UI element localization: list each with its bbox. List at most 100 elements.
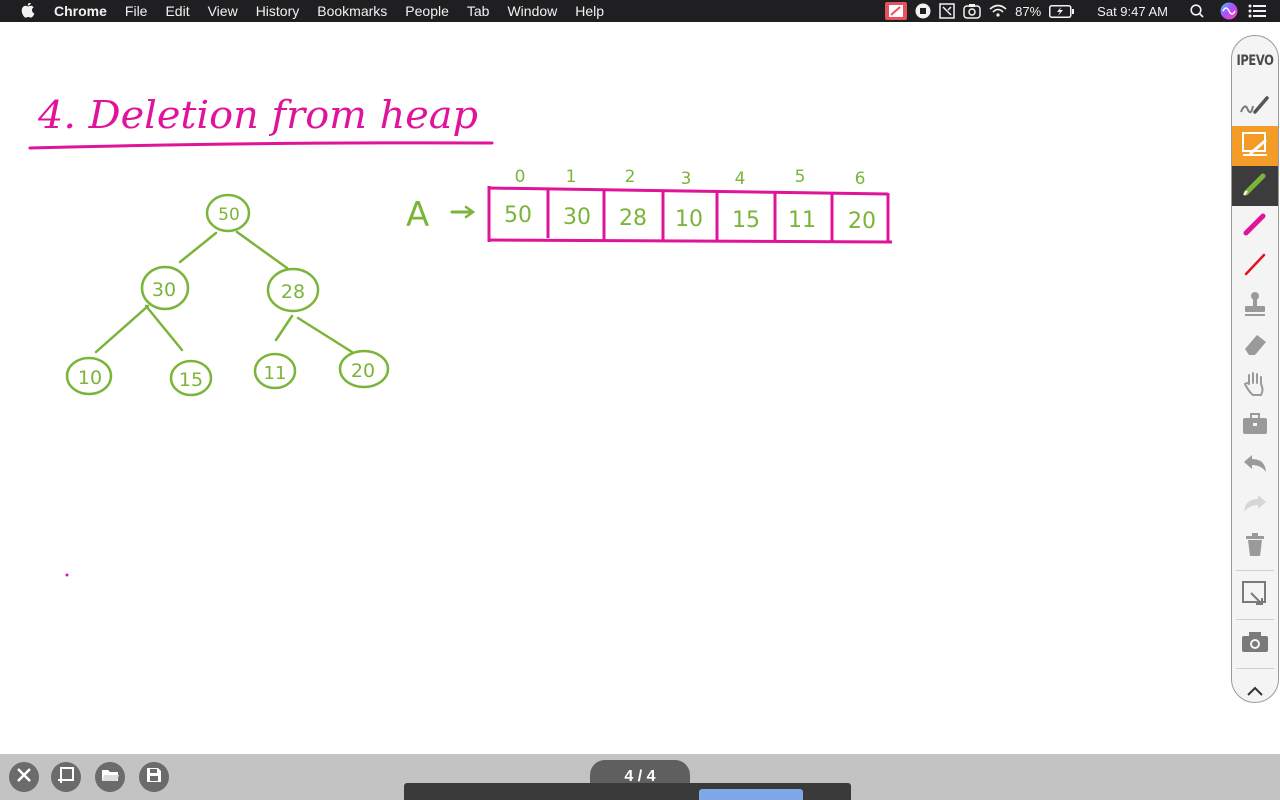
- save-button[interactable]: [139, 762, 169, 792]
- tree-node: 10: [65, 356, 113, 396]
- drawing-app-icon[interactable]: [885, 2, 908, 20]
- notification-center-icon[interactable]: [1248, 4, 1266, 18]
- siri-icon[interactable]: [1220, 2, 1238, 20]
- redo-button[interactable]: [1232, 486, 1278, 526]
- pen-select-icon: [1239, 92, 1271, 121]
- tree-node-value: 20: [351, 360, 375, 382]
- array-index: 4: [735, 169, 746, 189]
- snapshot-button[interactable]: [1232, 575, 1278, 615]
- toolbar-divider: [1236, 570, 1274, 571]
- collapse-icon: [1245, 684, 1265, 703]
- save-icon: [146, 767, 162, 788]
- magenta-pen-icon: [1241, 211, 1269, 242]
- menu-file[interactable]: File: [124, 3, 148, 19]
- array-cell: 20: [848, 209, 876, 234]
- snapshot-icon: [1240, 579, 1270, 612]
- menu-edit[interactable]: Edit: [165, 3, 190, 19]
- green-pen-button[interactable]: [1232, 166, 1278, 206]
- array-label: A: [406, 195, 429, 235]
- new-page-icon: [57, 766, 75, 789]
- trash-button[interactable]: [1232, 526, 1278, 566]
- menu-bookmarks[interactable]: Bookmarks: [317, 3, 388, 19]
- menu-history[interactable]: History: [255, 3, 300, 19]
- trash-icon: [1243, 531, 1267, 562]
- magenta-pen-button[interactable]: [1232, 206, 1278, 246]
- array-index: 6: [855, 169, 866, 189]
- screenshot-icon[interactable]: [939, 3, 955, 19]
- tree-node: 15: [169, 359, 213, 397]
- battery-charging-icon[interactable]: [1049, 4, 1075, 18]
- record-icon[interactable]: [915, 3, 931, 19]
- menu-window[interactable]: Window: [507, 3, 558, 19]
- array-cell: 28: [619, 206, 647, 231]
- array-cell: 11: [788, 208, 816, 233]
- toolbar-divider: [1236, 619, 1274, 620]
- search-icon[interactable]: [1190, 4, 1204, 18]
- apple-icon[interactable]: [17, 3, 39, 19]
- camera-icon: [1240, 630, 1270, 659]
- tree-node-value: 30: [152, 279, 176, 301]
- toolbar-brand: IPEVO: [1236, 53, 1274, 69]
- bottom-bar: 4 / 4: [0, 754, 1280, 800]
- close-button[interactable]: [9, 762, 39, 792]
- wifi-icon[interactable]: [989, 4, 1007, 18]
- collapse-toolbar-button[interactable]: [1232, 673, 1278, 703]
- tree-node-value: 50: [218, 205, 240, 225]
- stamp-icon: [1241, 290, 1269, 323]
- red-pen-icon: [1241, 251, 1269, 282]
- menu-tab[interactable]: Tab: [466, 3, 490, 19]
- tree-node: 11: [253, 352, 297, 390]
- new-page-button[interactable]: [51, 762, 81, 792]
- menu-help[interactable]: Help: [575, 3, 605, 19]
- redo-icon: [1241, 492, 1269, 521]
- tree-node: 28: [266, 267, 320, 313]
- array-index: 5: [795, 167, 806, 187]
- whiteboard-canvas[interactable]: 4. Deletion from heap A 0 1 2 3 4 5 6 50…: [0, 22, 1230, 754]
- close-icon: [16, 767, 32, 788]
- camera-button[interactable]: [1232, 624, 1278, 664]
- green-pen-icon: [1241, 171, 1269, 202]
- tree-node-value: 10: [78, 367, 102, 389]
- stamp-button[interactable]: [1232, 286, 1278, 326]
- hand-pan-icon: [1241, 370, 1269, 403]
- array-cell: 50: [504, 203, 532, 228]
- whiteboard-mode-button[interactable]: [1232, 126, 1278, 166]
- open-folder-button[interactable]: [95, 762, 125, 792]
- array-index: 1: [566, 167, 577, 187]
- menu-view[interactable]: View: [207, 3, 238, 19]
- array-index: 2: [625, 167, 636, 187]
- menu-people[interactable]: People: [405, 3, 449, 19]
- tree-node: 50: [205, 193, 251, 233]
- array-index: 3: [681, 169, 692, 189]
- heap-tree-edges: [94, 230, 354, 354]
- tree-node-value: 15: [179, 369, 203, 391]
- toolbox-icon: [1241, 412, 1269, 441]
- red-pen-button[interactable]: [1232, 246, 1278, 286]
- undo-button[interactable]: [1232, 446, 1278, 486]
- tree-node-value: 28: [281, 281, 305, 303]
- title-underline: [28, 141, 494, 150]
- undo-icon: [1241, 452, 1269, 481]
- array-pointer-arrow: [450, 205, 476, 219]
- notification-action-button[interactable]: [699, 789, 803, 800]
- bottom-notification-bar: [404, 783, 851, 800]
- array-cell: 10: [675, 207, 703, 232]
- menu-clock[interactable]: Sat 9:47 AM: [1097, 3, 1168, 19]
- array-cell: 30: [563, 205, 591, 230]
- menu-bar: Chrome File Edit View History Bookmarks …: [0, 0, 1280, 22]
- eraser-button[interactable]: [1232, 326, 1278, 366]
- pen-select-button[interactable]: [1232, 86, 1278, 126]
- tree-node-value: 11: [264, 363, 287, 384]
- heap-tree: 50 30 28 10 15 11 20: [65, 193, 390, 397]
- array-cell: 15: [732, 208, 760, 233]
- open-folder-icon: [101, 767, 119, 788]
- camera-app-icon[interactable]: [963, 3, 981, 19]
- eraser-icon: [1241, 331, 1269, 362]
- tree-node: 20: [338, 349, 390, 389]
- tree-node: 30: [140, 265, 190, 311]
- hand-pan-button[interactable]: [1232, 366, 1278, 406]
- ink-dot: [65, 573, 69, 577]
- toolbox-button[interactable]: [1232, 406, 1278, 446]
- heap-array: [487, 186, 893, 244]
- menu-app-chrome[interactable]: Chrome: [54, 3, 107, 19]
